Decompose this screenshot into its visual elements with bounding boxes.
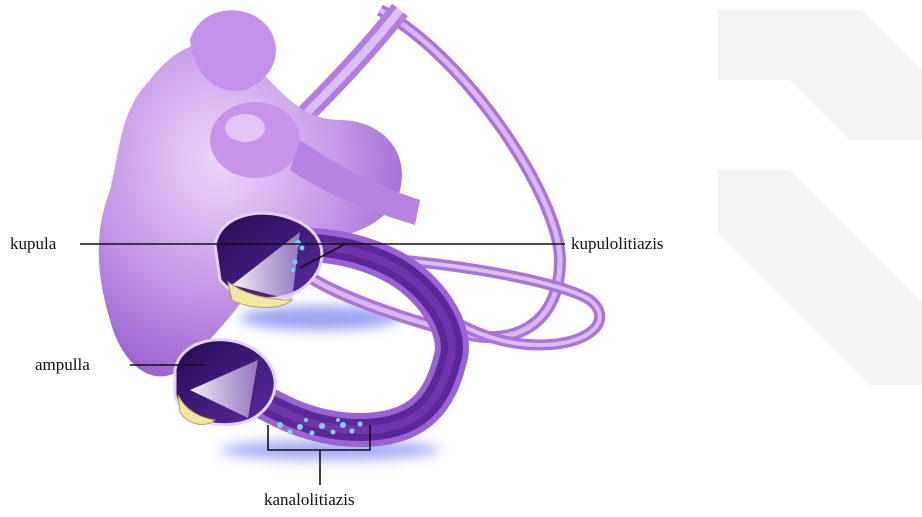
lower-ampulla	[175, 340, 275, 425]
label-kanalolitiazis: kanalolitiazis	[264, 490, 355, 510]
label-ampulla: ampulla	[35, 355, 90, 375]
upper-ampulla	[215, 213, 322, 307]
label-kupula: kupula	[10, 234, 56, 254]
label-kupulolitiazis: kupulolitiazis	[571, 234, 664, 254]
watermark-logo	[718, 10, 922, 385]
